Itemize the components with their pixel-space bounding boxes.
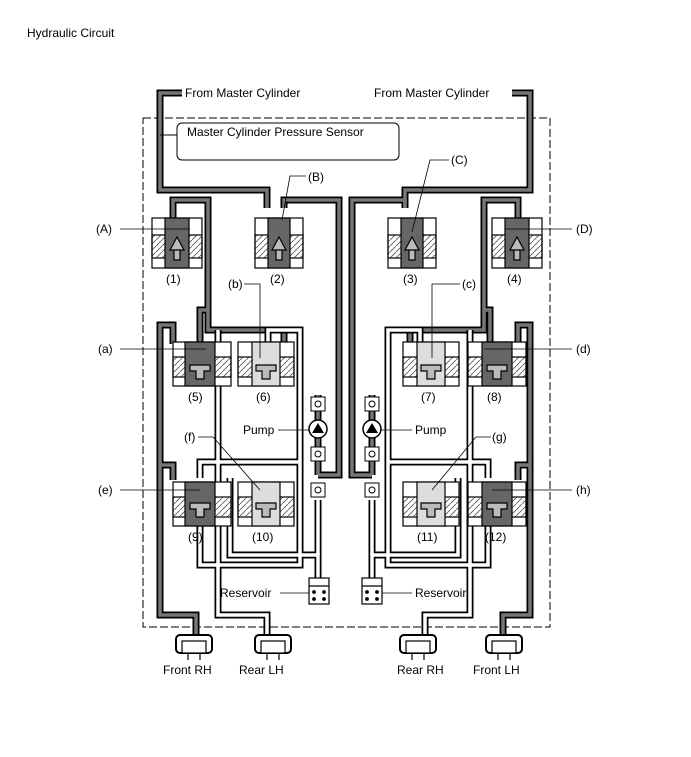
pump-left-label: Pump bbox=[243, 423, 275, 437]
rear-rh-label: Rear RH bbox=[397, 663, 444, 677]
pressure-sensor-box bbox=[176, 122, 400, 161]
from-master-cylinder-left-label: From Master Cylinder bbox=[185, 86, 300, 100]
valve-number-7: (7) bbox=[421, 390, 436, 404]
pump-right-icon bbox=[362, 419, 382, 439]
actuator-boundary bbox=[142, 117, 551, 628]
callout-h: (h) bbox=[576, 483, 591, 497]
rear-lh-label: Rear LH bbox=[239, 663, 284, 677]
leader-lines bbox=[120, 159, 572, 594]
callout-A: (A) bbox=[96, 222, 112, 236]
callout-a: (a) bbox=[98, 342, 113, 356]
valve-number-8: (8) bbox=[487, 390, 502, 404]
return-line-fill bbox=[198, 328, 490, 635]
valve-number-5: (5) bbox=[188, 390, 203, 404]
valve-4 bbox=[491, 217, 543, 269]
valve-9 bbox=[172, 481, 232, 527]
valve-3 bbox=[387, 217, 437, 269]
reservoir-left-icon bbox=[308, 577, 330, 605]
wheel-cylinder-front-rh-icon bbox=[175, 634, 213, 660]
solenoid-valves bbox=[151, 217, 543, 527]
front-lh-label: Front LH bbox=[473, 663, 520, 677]
valve-7 bbox=[402, 341, 460, 387]
valve-number-10: (10) bbox=[252, 530, 273, 544]
valve-6 bbox=[237, 341, 295, 387]
valve-2 bbox=[254, 217, 304, 269]
callout-c: (c) bbox=[462, 277, 476, 291]
valve-number-3: (3) bbox=[403, 272, 418, 286]
valve-number-6: (6) bbox=[256, 390, 271, 404]
wheel-cylinder-rear-rh-icon bbox=[399, 634, 437, 660]
valve-10 bbox=[237, 481, 295, 527]
wheel-cylinder-rear-lh-icon bbox=[254, 634, 292, 660]
pump-right-label: Pump bbox=[415, 423, 447, 437]
master-line-fill bbox=[158, 91, 532, 635]
pump-left-icon bbox=[308, 419, 328, 439]
callout-e: (e) bbox=[98, 483, 113, 497]
valve-number-12: (12) bbox=[485, 530, 506, 544]
callout-g: (g) bbox=[492, 430, 507, 444]
callout-f: (f) bbox=[184, 430, 195, 444]
callout-C: (C) bbox=[451, 153, 468, 167]
valve-number-1: (1) bbox=[166, 272, 181, 286]
valve-number-4: (4) bbox=[507, 272, 522, 286]
valve-number-9: (9) bbox=[188, 530, 203, 544]
callout-b: (b) bbox=[228, 277, 243, 291]
valve-12 bbox=[467, 481, 527, 527]
check-valves bbox=[310, 396, 380, 498]
valve-11 bbox=[402, 481, 460, 527]
valve-number-2: (2) bbox=[270, 272, 285, 286]
callout-D: (D) bbox=[576, 222, 593, 236]
reservoir-right-icon bbox=[361, 577, 383, 605]
page-title: Hydraulic Circuit bbox=[27, 26, 115, 40]
pressure-sensor-label: Master Cylinder Pressure Sensor bbox=[187, 125, 364, 139]
callout-B: (B) bbox=[308, 170, 324, 184]
from-master-cylinder-right-label: From Master Cylinder bbox=[374, 86, 489, 100]
wheel-cylinder-front-lh-icon bbox=[485, 634, 523, 660]
reservoir-left-label: Reservoir bbox=[220, 586, 271, 600]
front-rh-label: Front RH bbox=[163, 663, 212, 677]
reservoir-right-label: Reservoir bbox=[415, 586, 466, 600]
valve-number-11: (11) bbox=[417, 530, 437, 544]
valve-1 bbox=[151, 217, 203, 269]
callout-d: (d) bbox=[576, 342, 591, 356]
wheel-cylinders bbox=[175, 634, 523, 660]
